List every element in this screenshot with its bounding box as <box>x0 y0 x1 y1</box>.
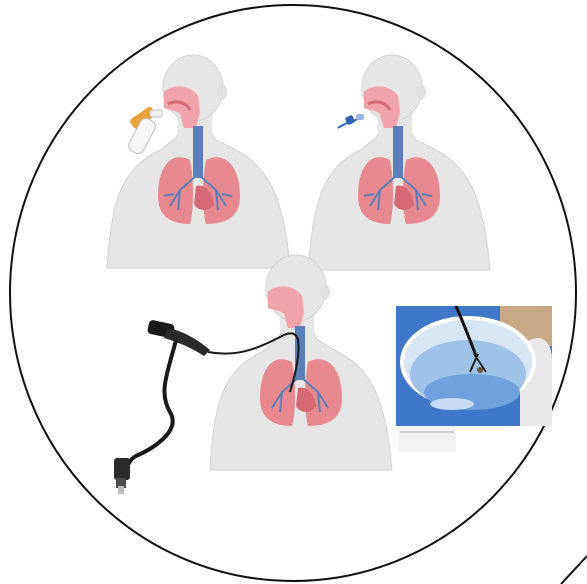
forceps-in-cup-photo <box>396 306 552 426</box>
photo-remnant <box>398 426 456 452</box>
corner-line <box>561 556 587 584</box>
